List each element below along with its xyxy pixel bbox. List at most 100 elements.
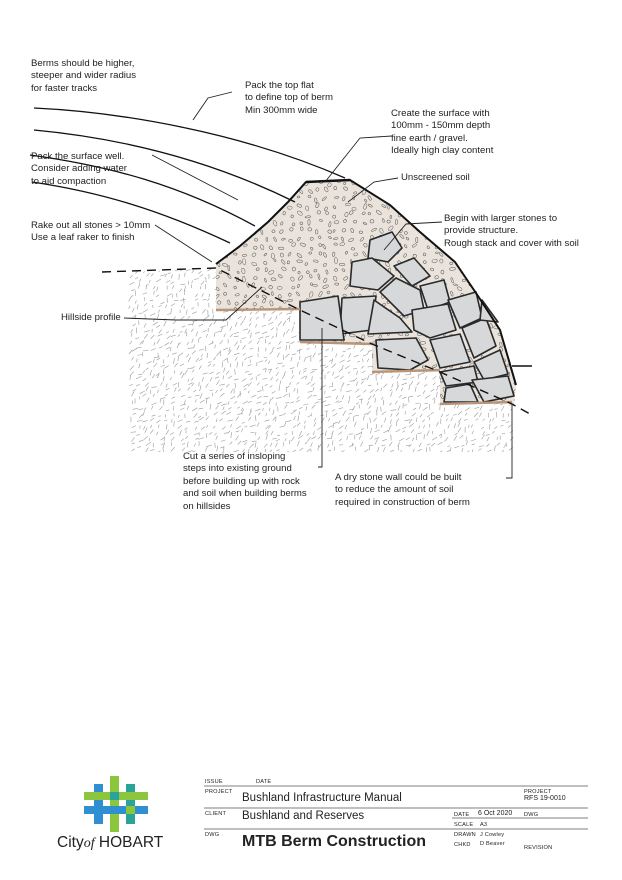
pebble	[254, 341, 259, 346]
hatch-mark	[215, 389, 218, 394]
pebble	[300, 226, 304, 231]
hatch-mark	[390, 391, 393, 397]
hatch-mark	[508, 274, 512, 278]
hatch-mark	[367, 410, 371, 415]
hatch-mark	[398, 438, 404, 442]
hatch-mark	[390, 450, 395, 452]
pebble	[216, 334, 220, 339]
pebble	[296, 195, 300, 199]
pebble	[260, 220, 264, 225]
hatch-mark	[223, 432, 228, 434]
hatch-mark	[275, 332, 278, 338]
hatch-mark	[383, 429, 389, 434]
hatch-mark	[470, 438, 477, 442]
hatch-mark	[356, 370, 359, 376]
hatch-mark	[229, 441, 233, 445]
pebble	[431, 207, 435, 211]
hatch-mark	[199, 274, 204, 277]
hatch-mark	[368, 384, 372, 387]
hatch-mark	[191, 350, 196, 355]
pebble	[276, 326, 282, 331]
pebble	[260, 326, 267, 330]
hatch-mark	[284, 353, 290, 358]
pebble	[216, 397, 222, 401]
pebble	[468, 189, 473, 194]
pebble	[494, 262, 498, 267]
hatch-mark	[178, 342, 181, 346]
hatch-mark	[515, 419, 520, 421]
hatch-mark	[181, 373, 185, 379]
hatch-mark	[422, 390, 426, 395]
hatch-mark	[136, 358, 138, 363]
hatch-mark	[495, 316, 502, 320]
pebble	[242, 254, 247, 257]
hatch-mark	[178, 352, 184, 357]
pebble	[367, 346, 372, 351]
hatch-mark	[162, 376, 165, 382]
pebble	[461, 262, 467, 268]
hatch-mark	[426, 415, 430, 418]
pebble	[271, 347, 276, 352]
pebble	[515, 358, 516, 362]
pebble	[244, 294, 247, 299]
pebble	[350, 228, 354, 233]
hatch-mark	[332, 423, 334, 429]
hatch-mark	[488, 301, 495, 305]
pebble	[322, 284, 329, 289]
pebble	[408, 204, 412, 208]
stone	[379, 277, 425, 317]
hatch-mark	[390, 413, 393, 418]
scale-value: A3	[480, 822, 488, 828]
pebble	[304, 215, 311, 219]
hatch-mark	[156, 286, 159, 292]
pebble	[224, 219, 228, 225]
hatch-mark	[167, 272, 171, 275]
hatch-mark	[255, 324, 257, 328]
pebble	[282, 211, 286, 216]
hatch-mark	[157, 389, 159, 394]
hatch-mark	[268, 342, 272, 345]
hatch-mark	[296, 349, 302, 352]
hatch-mark	[202, 372, 208, 375]
pebble	[515, 203, 516, 207]
pebble	[498, 180, 503, 183]
hatch-mark	[347, 359, 351, 363]
date2-label: DATE	[454, 812, 470, 818]
hatch-mark	[261, 324, 266, 327]
hatch-mark	[257, 374, 261, 376]
pebble	[404, 244, 408, 249]
hatch-mark	[194, 399, 197, 403]
hatch-mark	[243, 315, 247, 321]
pebble	[251, 252, 257, 257]
hatch-mark	[155, 278, 162, 283]
pebble	[291, 403, 296, 404]
pebble	[334, 282, 340, 286]
hatch-mark	[355, 402, 359, 405]
hatch-mark	[431, 436, 438, 441]
hatch-mark	[216, 401, 222, 405]
hatch-mark	[156, 324, 161, 328]
hatch-mark	[345, 416, 350, 422]
pebble	[269, 300, 274, 307]
dwg-value: MTB Berm Construction	[242, 833, 426, 850]
pebble	[504, 301, 509, 305]
hatch-mark	[143, 330, 150, 333]
hatch-mark	[227, 349, 232, 355]
pebble	[268, 382, 274, 386]
pebble	[485, 297, 489, 303]
hatch-mark	[226, 412, 231, 415]
pebble	[309, 274, 313, 279]
hatch-mark	[297, 440, 300, 447]
client-value: Bushland and Reserves	[242, 810, 365, 822]
pebble	[241, 195, 246, 201]
hatch-mark	[265, 433, 268, 440]
hatch-mark	[296, 382, 300, 385]
hatch-mark	[275, 371, 279, 377]
pebble	[229, 355, 233, 359]
berm-surface	[215, 178, 517, 386]
hatch-mark	[408, 384, 410, 391]
hatch-mark	[494, 276, 500, 279]
pebble	[333, 220, 340, 225]
pebble	[261, 294, 267, 299]
pebble	[287, 323, 293, 328]
